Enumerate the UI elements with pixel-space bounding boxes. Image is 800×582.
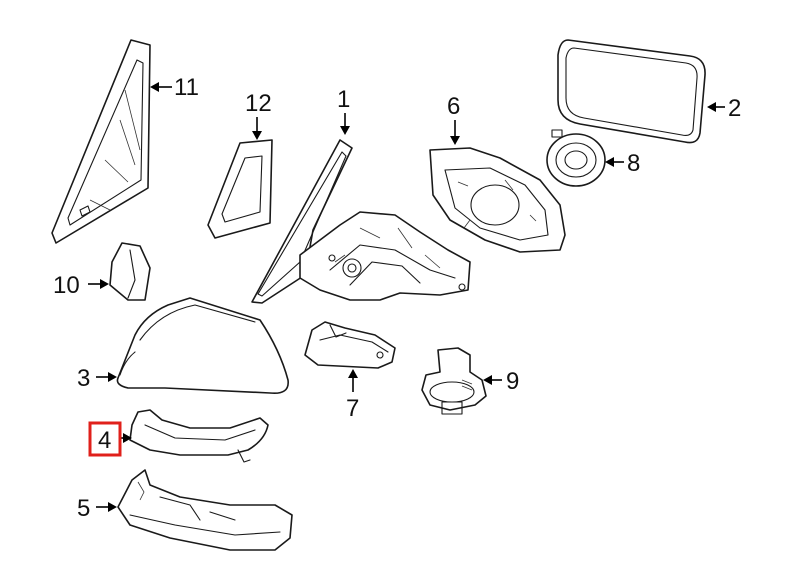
part-11-triangle-cover bbox=[51, 39, 151, 244]
callout-9: 9 bbox=[506, 368, 519, 395]
part-2-mirror-glass bbox=[557, 39, 706, 144]
callout-10: 10 bbox=[53, 272, 80, 299]
part-4-turn-signal-lamp bbox=[129, 409, 269, 463]
callout-4: 4 bbox=[98, 427, 111, 454]
callout-5: 5 bbox=[77, 495, 90, 522]
callout-2: 2 bbox=[728, 95, 741, 122]
callout-11: 11 bbox=[174, 74, 199, 101]
part-5-lower-trim bbox=[117, 469, 293, 551]
callout-3: 3 bbox=[77, 365, 90, 392]
part-6-glass-carrier bbox=[429, 147, 566, 253]
leader-lines bbox=[88, 82, 725, 512]
part-7-bracket bbox=[304, 321, 396, 369]
part-1-mirror-base bbox=[251, 139, 471, 304]
callout-4-highlight-box bbox=[88, 421, 122, 457]
callout-6: 6 bbox=[447, 93, 460, 120]
part-3-mirror-cap bbox=[116, 297, 289, 395]
callout-8: 8 bbox=[627, 150, 640, 177]
callout-1: 1 bbox=[337, 86, 350, 113]
part-8-adjuster-disc bbox=[546, 129, 606, 187]
part-9-fold-motor bbox=[421, 347, 487, 415]
callout-12: 12 bbox=[245, 90, 272, 117]
callout-7: 7 bbox=[346, 395, 359, 422]
part-12-trim-piece bbox=[207, 139, 273, 239]
part-10-cap bbox=[109, 242, 151, 301]
